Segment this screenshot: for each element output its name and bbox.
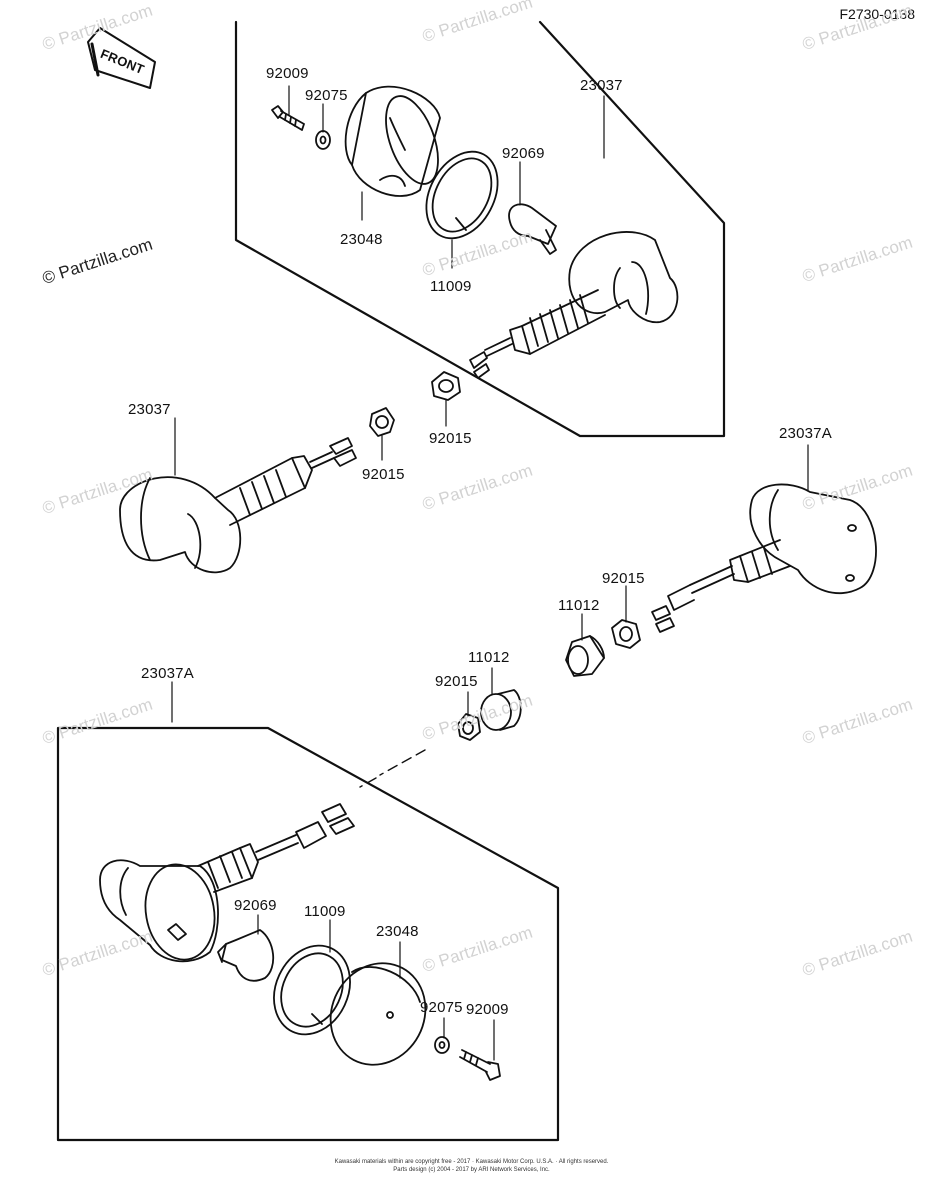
part-label: 92015: [429, 430, 472, 447]
diagram-id: F2730-0138: [839, 6, 915, 22]
part-label: 11012: [468, 649, 510, 666]
washer-92075-bottom: [434, 1036, 450, 1054]
part-label: 92069: [234, 897, 277, 914]
assembly-box-bottom: [56, 726, 560, 1142]
part-label: 23048: [376, 923, 419, 940]
nut-92015-top: [431, 371, 461, 401]
part-label: 92069: [502, 145, 545, 162]
assembly-box-top: [234, 20, 726, 438]
gasket-11009-bottom: [273, 944, 351, 1036]
nut-92015-right: [611, 619, 641, 649]
screw-92009-top: [271, 105, 305, 131]
part-label: 11012: [558, 597, 600, 614]
screw-92009-bottom: [459, 1049, 501, 1081]
housing-23037-left: [119, 437, 357, 574]
bulb-92069-top: [508, 203, 557, 255]
grommet-11012-middle: [480, 689, 522, 731]
lens-23048-bottom: [329, 962, 427, 1066]
part-label: 23037: [580, 77, 623, 94]
leader-lines: [171, 85, 809, 1061]
footer-line-1: Kawasaki materials within are copyright …: [334, 1159, 609, 1165]
part-label: 23048: [340, 231, 383, 248]
part-label: 11009: [304, 903, 346, 920]
nut-92015-left: [369, 407, 395, 437]
part-label: 92009: [266, 65, 309, 82]
part-label: 11009: [430, 278, 472, 295]
part-label: 92015: [435, 673, 478, 690]
housing-23037A-bottom: [99, 803, 355, 963]
part-label: 92015: [602, 570, 645, 587]
housing-23037-top: [469, 231, 679, 379]
lens-23048-top: [344, 85, 441, 197]
part-label: 23037: [128, 401, 171, 418]
footer-line-2: Parts design (c) 2004 - 2017 by ARI Netw…: [393, 1167, 550, 1173]
part-label: 92009: [466, 1001, 509, 1018]
nut-92015-middle: [457, 713, 481, 741]
housing-23037A-right: [651, 483, 877, 633]
part-label: 92075: [420, 999, 463, 1016]
front-arrow-icon: [87, 27, 156, 89]
gasket-11009-top: [425, 150, 499, 240]
part-label: 23037A: [779, 425, 832, 442]
part-label: 92015: [362, 466, 405, 483]
part-label: 23037A: [141, 665, 194, 682]
grommet-11012-right: [565, 635, 605, 677]
copyright-footer: Kawasaki materials within are copyright …: [0, 1158, 943, 1174]
part-label: 92075: [305, 87, 348, 104]
bulb-92069-bottom: [217, 929, 274, 982]
alignment-line: [359, 749, 426, 788]
washer-92075-top: [315, 130, 331, 150]
